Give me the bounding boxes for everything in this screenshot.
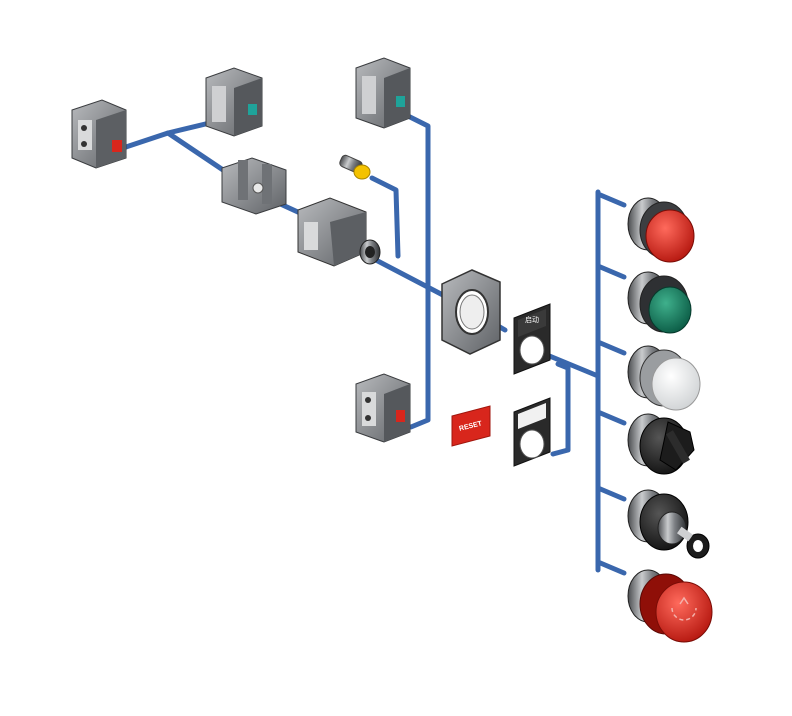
contact-block-red-lower	[355, 373, 411, 443]
contact-actuator-teal	[248, 104, 257, 115]
reset-label: RESET	[451, 405, 491, 447]
connector-bus-tick-6	[595, 559, 627, 576]
reset-label-plate	[451, 405, 491, 447]
operator-body	[297, 197, 381, 267]
key-switch	[627, 489, 710, 559]
connector-bus-tick-1	[595, 191, 627, 208]
connector-bus-tick-5	[595, 485, 627, 502]
connector-bus-tick-3	[595, 339, 627, 356]
connector-left-to-adapter	[165, 130, 235, 179]
legend-plate-start-text: 启动	[525, 315, 539, 324]
connector-lines	[120, 111, 627, 576]
legend-plate-start: 启动	[513, 303, 551, 375]
red-emergency-stop	[627, 569, 713, 643]
connector-bus-tick-2	[595, 263, 627, 280]
led-bulb-lens	[353, 164, 371, 180]
connector-plates-vertical	[550, 361, 571, 457]
contact-actuator-red-lower	[396, 410, 405, 422]
contact-block-red-left	[71, 99, 127, 169]
connector-led	[369, 175, 401, 259]
green-flush-pushbutton	[627, 271, 692, 334]
led-bulb	[339, 154, 371, 180]
adapter-block	[221, 157, 287, 215]
black-selector-switch	[627, 413, 695, 475]
contact-block-teal-upper	[205, 67, 263, 137]
mounting-collar	[441, 269, 501, 355]
connector-top-contact	[401, 111, 431, 430]
connector-bus-tick-4	[595, 409, 627, 426]
contact-block-teal-top	[355, 57, 411, 129]
legend-plate-blank	[513, 397, 551, 467]
white-illuminated-pushbutton	[627, 345, 701, 411]
contact-actuator-teal-top	[396, 96, 405, 107]
contact-actuator-red	[112, 140, 122, 152]
red-flush-pushbutton	[627, 197, 695, 263]
